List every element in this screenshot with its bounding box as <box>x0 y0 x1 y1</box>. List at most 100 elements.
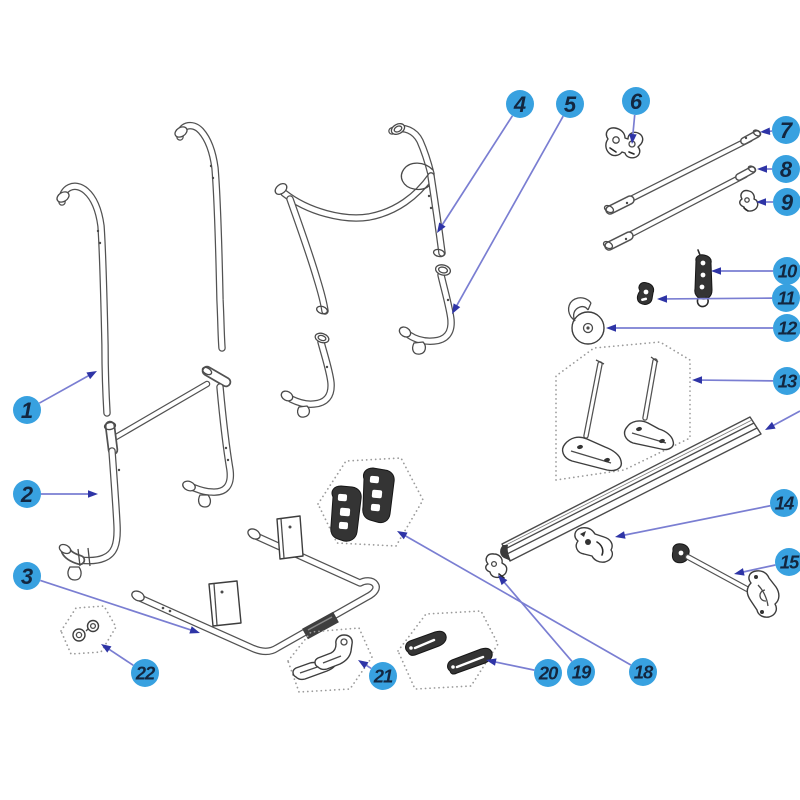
part-clamp-14 <box>574 527 614 563</box>
part-clamp-19 <box>485 553 508 579</box>
part-elbow-tube-middle <box>182 383 235 508</box>
part-upright-tube-left <box>56 182 111 417</box>
leader-arrowhead <box>756 198 766 206</box>
callout-circle <box>369 662 397 690</box>
leader-line <box>440 115 514 228</box>
callout-4: 4 <box>437 90 534 233</box>
part-roof-rail <box>500 416 762 562</box>
part-top-frame-assembly <box>274 122 446 315</box>
callout-circle <box>629 658 657 686</box>
callout-number: 2 <box>20 482 34 507</box>
leader-line <box>40 579 194 632</box>
callout-circle <box>13 396 41 424</box>
part-axle-15 <box>671 543 780 618</box>
leader-line <box>770 410 800 428</box>
callout-number: 20 <box>538 663 559 684</box>
leader-arrowhead <box>88 490 98 498</box>
part-clamp-6 <box>605 127 644 159</box>
callout-number: 7 <box>780 118 794 143</box>
callout-circle <box>770 489 798 517</box>
callout-circle <box>773 188 800 216</box>
callout-2: 2 <box>13 480 98 508</box>
callout-circle <box>772 155 800 183</box>
leader-arrowhead <box>657 295 668 303</box>
leader-arrowhead <box>452 303 461 314</box>
callout-14: 14 <box>615 489 798 539</box>
callout-12: 12 <box>606 314 800 342</box>
callout-number: 12 <box>778 318 798 339</box>
part-bottom-frame <box>131 515 380 656</box>
part-pads-18 <box>317 457 424 547</box>
part-clamp-9 <box>739 189 759 212</box>
callout-3: 3 <box>13 562 200 634</box>
callout-15: 15 <box>734 548 800 576</box>
leader-arrowhead <box>101 644 112 653</box>
callout-circle <box>534 659 562 687</box>
callout-11: 11 <box>657 284 800 312</box>
callout-circle <box>567 658 595 686</box>
part-upright-tube-middle <box>174 121 226 352</box>
callout-circle <box>556 90 584 118</box>
callout-13: 13 <box>692 367 800 395</box>
leader-arrowhead <box>615 531 626 539</box>
callout-number: 22 <box>135 663 156 684</box>
leader-arrowhead <box>498 575 508 586</box>
callout-circle <box>773 314 800 342</box>
callout-circle <box>773 257 800 285</box>
part-nuts-22 <box>60 605 117 655</box>
callout-18: 18 <box>397 531 657 686</box>
leader-line <box>621 504 771 537</box>
part-rail-8 <box>602 165 757 251</box>
callout-circle <box>772 284 800 312</box>
leader-line <box>402 533 632 666</box>
leader-arrowhead <box>629 133 637 144</box>
part-trims-21 <box>287 627 373 693</box>
callout-number: 21 <box>373 666 393 687</box>
leader-arrowhead <box>606 324 616 332</box>
leader-line <box>492 660 535 671</box>
callout-21: 21 <box>358 660 397 690</box>
callout-8: 8 <box>757 155 800 183</box>
part-clamp-11 <box>636 282 655 305</box>
leader-arrowhead <box>189 626 200 634</box>
leader-arrowhead <box>486 658 497 666</box>
callout-number: 8 <box>780 157 793 182</box>
leader-line <box>106 647 134 667</box>
callout-number: 19 <box>572 662 592 683</box>
callout-20: 20 <box>486 658 562 687</box>
leader-arrowhead <box>711 267 721 275</box>
leader-arrowhead <box>397 531 408 540</box>
leader-line <box>631 114 636 138</box>
part-disc-12 <box>567 297 605 345</box>
part-elbow-tube-lower-middle <box>280 332 335 418</box>
callout-10: 10 <box>711 257 800 285</box>
part-rail-7 <box>603 129 762 215</box>
leader-arrowhead <box>437 222 446 233</box>
callout-number: 3 <box>21 564 33 589</box>
leader-line <box>740 564 776 574</box>
leader-line <box>698 379 774 382</box>
callout-circle <box>506 90 534 118</box>
callout-number: 14 <box>775 493 794 514</box>
leader-arrowhead <box>760 127 771 136</box>
leader-arrowhead <box>86 371 97 380</box>
callout-number: 15 <box>780 552 800 573</box>
callout-number: 4 <box>513 92 526 117</box>
part-elbow-tube-right <box>398 264 455 355</box>
callout-number: 6 <box>630 89 643 114</box>
leader-line <box>663 297 773 300</box>
part-feet-13 <box>555 341 691 481</box>
leader-arrowhead <box>734 568 745 576</box>
callout-circle <box>131 659 159 687</box>
leader-arrowhead <box>757 165 767 173</box>
callout-circle <box>775 548 800 576</box>
callout-number: 18 <box>634 662 654 683</box>
callout-circle <box>772 116 800 144</box>
leader-arrowhead <box>692 376 703 384</box>
part-clips-20 <box>397 610 499 690</box>
callout-number: 10 <box>778 261 798 282</box>
callout-circle <box>13 480 41 508</box>
callout-number: 11 <box>777 288 795 309</box>
